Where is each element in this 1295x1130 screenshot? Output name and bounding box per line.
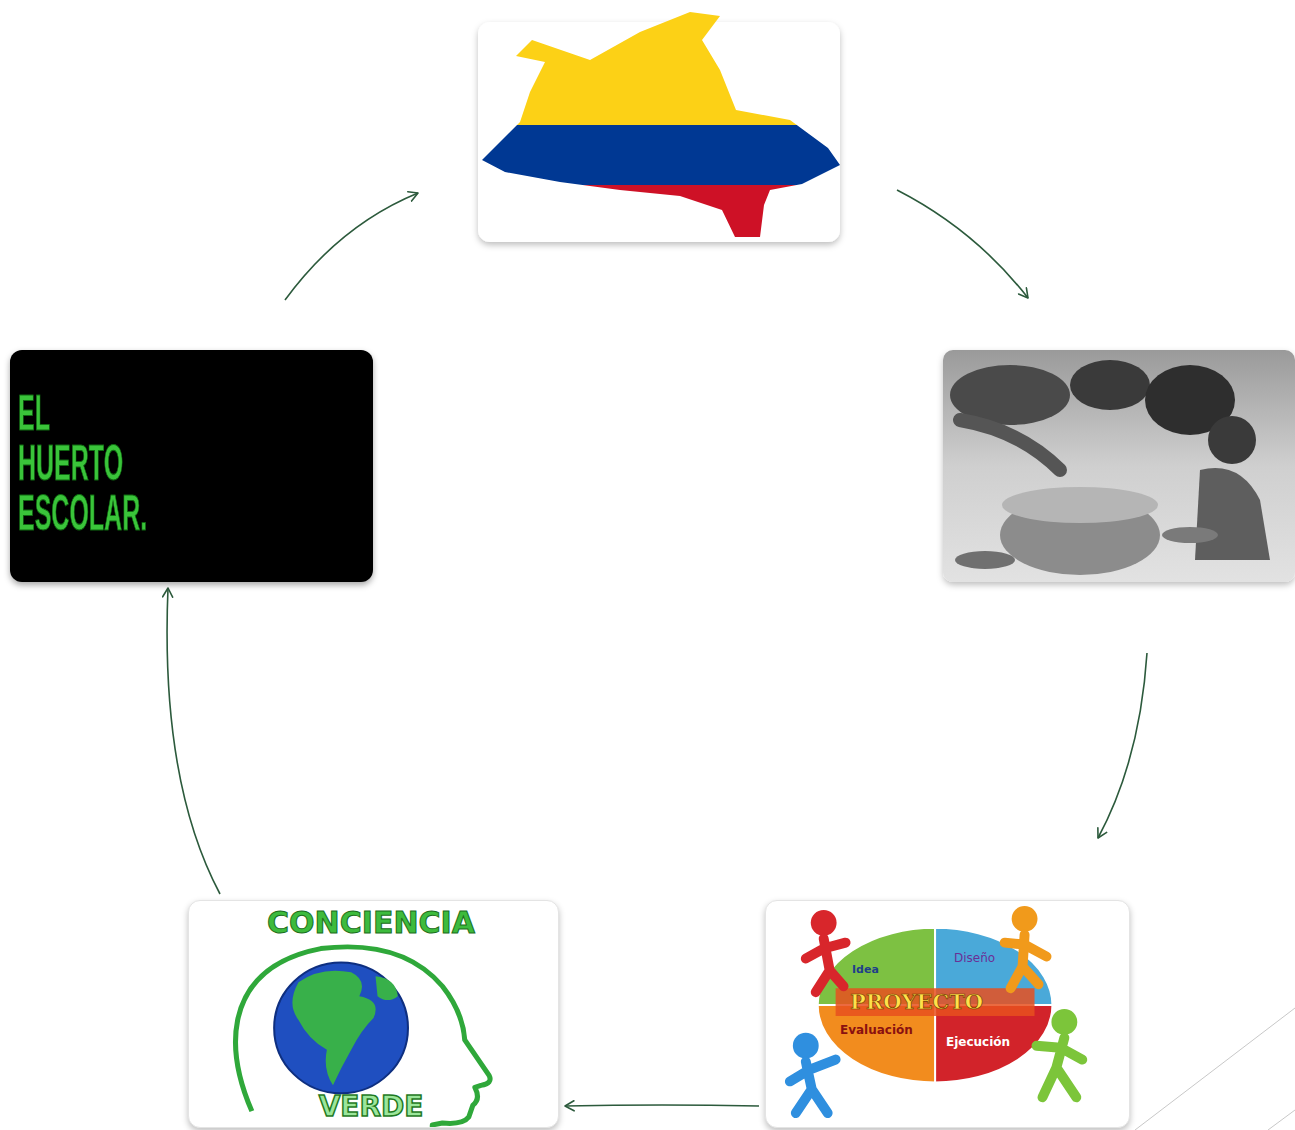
text-holder: CONCIENCIA	[189, 905, 553, 941]
corner-line	[1135, 1008, 1295, 1130]
figure	[1070, 360, 1150, 410]
logo-title: CONCIENCIA	[189, 905, 553, 941]
globe	[274, 962, 408, 1093]
stick-figure-head	[1051, 1009, 1077, 1035]
stick-figure-head	[793, 1033, 819, 1059]
puzzle-label: Idea	[852, 963, 879, 976]
text-holder: Evaluación	[840, 1023, 913, 1037]
puzzle-label: Evaluación	[840, 1023, 913, 1037]
continent	[376, 976, 398, 1000]
cycle-arrow	[565, 1105, 759, 1106]
pot-rim	[1002, 487, 1158, 523]
arm	[960, 420, 1060, 470]
stick-figure-head	[811, 910, 837, 936]
photo-figures	[950, 360, 1270, 575]
stick-figure-head	[1012, 906, 1038, 932]
puzzle-label: Diseño	[954, 951, 995, 965]
text-holder: Ejecución	[946, 1035, 1010, 1049]
flag-red	[470, 185, 850, 245]
flag-yellow	[470, 0, 850, 125]
cycle-arrow	[285, 193, 418, 300]
puzzle-band	[836, 988, 1035, 1016]
photo-ground	[943, 350, 1295, 582]
puzzle-label: Ejecución	[946, 1035, 1010, 1049]
stick-figure-body	[790, 1060, 836, 1114]
colombia-map	[470, 0, 850, 245]
image-box: CONCIENCIA VERDE	[188, 900, 559, 1128]
child-head	[1208, 416, 1256, 464]
text-holder: Idea	[852, 963, 879, 976]
child-body	[1195, 468, 1270, 560]
puzzle-piece	[818, 1005, 935, 1082]
text-holder: PROYECTO	[850, 989, 983, 1015]
stick-figure-body	[1005, 935, 1047, 989]
continent	[292, 971, 375, 1086]
cycle-arrow	[897, 190, 1028, 298]
corner-line	[1268, 1110, 1295, 1130]
box-title: EL HUERTO ESCOLAR.	[18, 388, 158, 538]
flag-blue	[470, 125, 850, 185]
logo-word: VERDE	[189, 1091, 553, 1123]
stick-figure-body	[1037, 1038, 1083, 1097]
bowl	[1162, 527, 1218, 543]
image-box: Idea DiseñoPROYECTO EvaluaciónEjecución	[765, 900, 1130, 1128]
image-box: EL HUERTO ESCOLAR.	[10, 350, 373, 582]
text-holder: VERDE	[189, 1091, 553, 1123]
bowl	[955, 551, 1015, 569]
stick-figure-body	[806, 939, 846, 993]
text-holder: Diseño	[954, 951, 995, 965]
puzzle-title: PROYECTO	[850, 989, 983, 1015]
cycle-arrow	[167, 588, 220, 894]
photo	[943, 350, 1295, 582]
text-holder: EL HUERTO ESCOLAR.	[18, 388, 298, 538]
cycle-arrow	[1098, 653, 1147, 838]
